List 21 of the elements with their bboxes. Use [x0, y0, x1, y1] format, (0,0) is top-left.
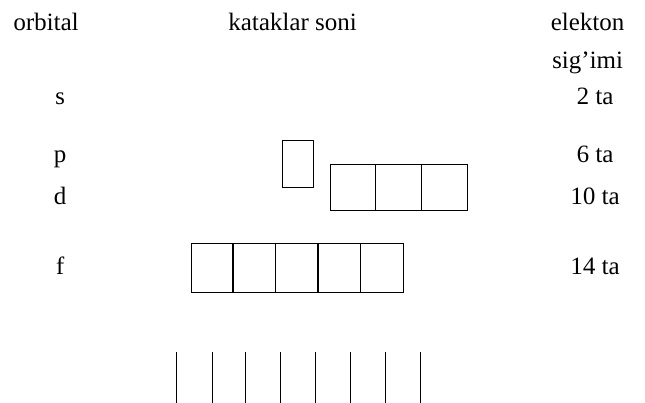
electron-capacity: 6 ta: [576, 140, 614, 170]
orbital-letter: s: [54, 82, 66, 112]
orbital-letter: p: [52, 140, 68, 170]
orbital-cell: [420, 164, 468, 211]
orbital-cell: [360, 243, 404, 293]
orbital-cell: [176, 352, 212, 403]
orbital-cell: [317, 243, 362, 293]
orbital-cell: [274, 243, 319, 293]
column-header: elekton sig’imi: [550, 8, 626, 76]
electron-capacity: 14 ta: [569, 252, 621, 282]
column-header: kataklar soni: [227, 8, 358, 38]
electron-capacity: 10 ta: [569, 182, 621, 212]
orbital-letter: f: [54, 252, 66, 282]
column-header: orbital: [12, 8, 80, 38]
electron-capacity: 2 ta: [576, 82, 614, 112]
orbital-cell: [374, 164, 422, 211]
orbital-cell: [330, 164, 376, 211]
orbital-cell: [282, 140, 314, 188]
orbital-letter: d: [52, 182, 68, 212]
orbital-cell: [191, 243, 234, 293]
orbital-cell: [232, 243, 276, 293]
